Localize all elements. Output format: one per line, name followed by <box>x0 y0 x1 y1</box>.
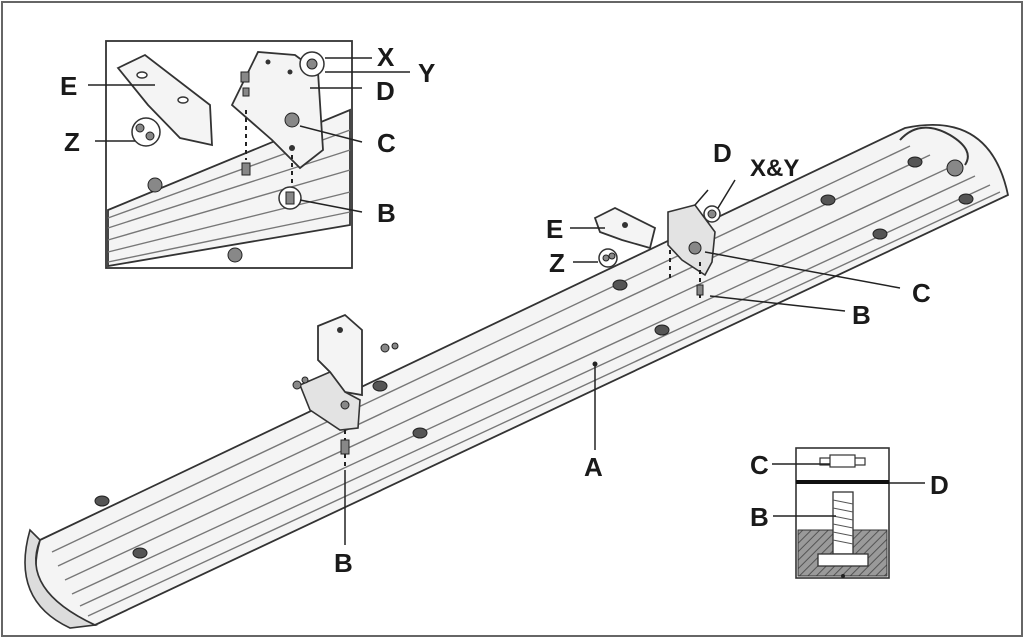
label-inset-x: X <box>377 42 395 72</box>
label-inset-c: C <box>377 128 396 158</box>
label-assembly-e: E <box>546 214 563 244</box>
heater-body <box>24 123 1010 629</box>
label-inset-d: D <box>376 76 395 106</box>
inset-detail <box>105 40 353 269</box>
label-inset-z: Z <box>64 127 80 157</box>
label-assembly-xy: X&Y <box>750 155 799 182</box>
right-bracket-assembly <box>593 204 721 298</box>
label-inset-e: E <box>60 71 77 101</box>
label-section-d: D <box>930 470 949 500</box>
label-assembly-c: C <box>912 278 931 308</box>
label-body-a: A <box>584 452 603 482</box>
cross-section-detail <box>795 447 890 579</box>
label-assembly-b: B <box>852 300 871 330</box>
label-inset-y: Y <box>418 58 435 88</box>
label-assembly-z: Z <box>549 248 565 278</box>
label-inset-b: B <box>377 198 396 228</box>
label-left-b: B <box>334 548 353 578</box>
left-bracket-assembly <box>292 313 399 470</box>
label-section-c: C <box>750 450 769 480</box>
labels: E Z X Y D C B D X&Y E Z C B A B C D B <box>60 42 949 578</box>
label-assembly-d: D <box>713 138 732 168</box>
leader-lines <box>88 57 925 545</box>
label-section-b: B <box>750 502 769 532</box>
